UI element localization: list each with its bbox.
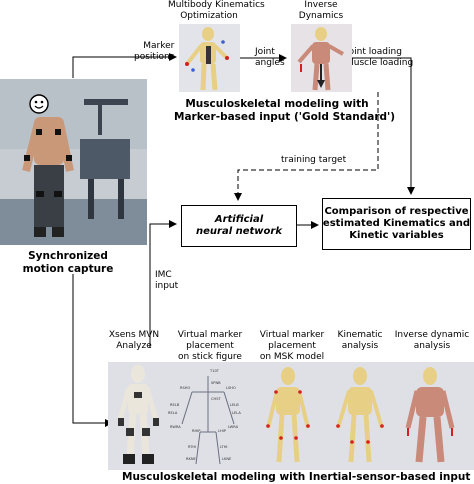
- joint-loading-arrow: [352, 57, 415, 195]
- smiley-face-icon: [29, 94, 49, 114]
- training-target-arrow: [234, 92, 379, 201]
- kinematic-skeleton: [336, 367, 384, 463]
- stick-marker-label: RSHO: [180, 386, 190, 390]
- stick-marker-label: LTHI: [220, 445, 227, 449]
- stick-marker-label: RELB: [170, 403, 180, 407]
- inertial-pipeline-strip: T10T RSHO LSHO SPNB CHST RELB RELA LELB LELA RWRA…: [108, 362, 474, 470]
- stick-marker-label: RHIP: [192, 429, 201, 433]
- stick-marker-label: RTHI: [188, 445, 196, 449]
- stick-marker-label: RWRA: [170, 425, 181, 429]
- stick-marker-label: SPNB: [211, 381, 221, 385]
- stick-marker-labels: T10T RSHO LSHO SPNB CHST RELB RELA LELB LELA RWRA…: [168, 369, 241, 461]
- step-label-xsens: Xsens MVN Analyze: [108, 330, 160, 351]
- mbko-label: Multibody Kinematics Optimization: [168, 0, 265, 21]
- photo-to-strip-arrow: [72, 274, 113, 427]
- xsens-mannequin-figure: [117, 365, 159, 464]
- left-caption: Synchronized motion capture: [22, 250, 114, 275]
- inverse-dynamics-skeleton-image: [291, 24, 352, 92]
- imc-input-label: IMC input: [155, 270, 179, 291]
- stick-marker-label: RELA: [168, 411, 178, 415]
- stick-figure: [181, 376, 235, 465]
- step-label-kinematic: Kinematic analysis: [337, 330, 383, 351]
- stick-marker-label: RKNE: [186, 457, 197, 461]
- step-label-stick-figure: Virtual marker placement on stick figure: [177, 330, 243, 362]
- step-label-msk-model: Virtual marker placement on MSK model: [259, 330, 325, 362]
- stick-marker-label: LELA: [232, 411, 241, 415]
- stick-marker-label: LELB: [230, 403, 239, 407]
- mbko-skeleton-image: [179, 24, 240, 92]
- msk-model-skeleton: [266, 367, 310, 463]
- joint-angles-label: Joint angles: [255, 47, 285, 68]
- stick-marker-label: LHIP: [218, 429, 227, 433]
- bottom-caption: Musculoskeletal modeling with Inertial-s…: [122, 471, 471, 483]
- stick-marker-label: T10T: [209, 369, 220, 373]
- comparison-box: Comparison of respective estimated Kinem…: [322, 198, 471, 250]
- marker-positions-label: Marker positions: [134, 41, 175, 62]
- inverse-dynamics-label: Inverse Dynamics: [298, 0, 344, 21]
- stick-marker-label: LKNE: [222, 457, 232, 461]
- stick-marker-label: LWRA: [228, 425, 239, 429]
- motion-capture-photo: [0, 79, 147, 245]
- top-caption: Musculoskeletal modeling with Marker-bas…: [174, 98, 396, 123]
- ann-box: Artificial neural network: [181, 205, 297, 247]
- stick-marker-label: LSHO: [226, 386, 236, 390]
- training-target-label: training target: [281, 155, 347, 165]
- imc-input-arrow: [149, 220, 177, 348]
- step-label-inverse-dynamic: Inverse dynamic analysis: [394, 330, 470, 351]
- marker-positions-arrow: [72, 53, 177, 78]
- stick-marker-label: CHST: [211, 397, 221, 401]
- joint-loading-label: Joint loading Muscle loading: [346, 47, 414, 68]
- inverse-dynamic-muscle-model: [405, 367, 455, 463]
